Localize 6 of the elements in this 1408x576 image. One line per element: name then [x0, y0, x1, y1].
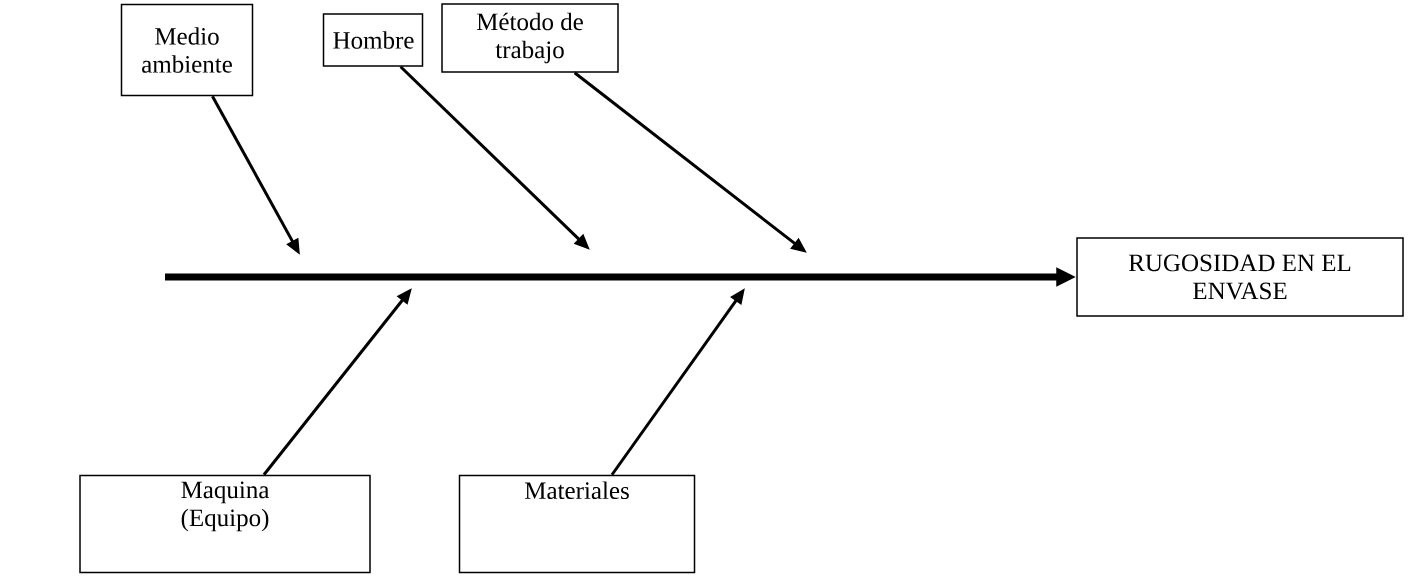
cause-box: Hombre — [322, 13, 424, 67]
cause-box: Materiales — [458, 474, 696, 574]
cause-box: Método de trabajo — [441, 3, 619, 73]
cause-box: Maquina (Equipo) — [79, 474, 371, 574]
cause-box: Medio ambiente — [120, 3, 254, 97]
effect-box: RUGOSIDAD EN EL ENVASE — [1076, 237, 1404, 317]
